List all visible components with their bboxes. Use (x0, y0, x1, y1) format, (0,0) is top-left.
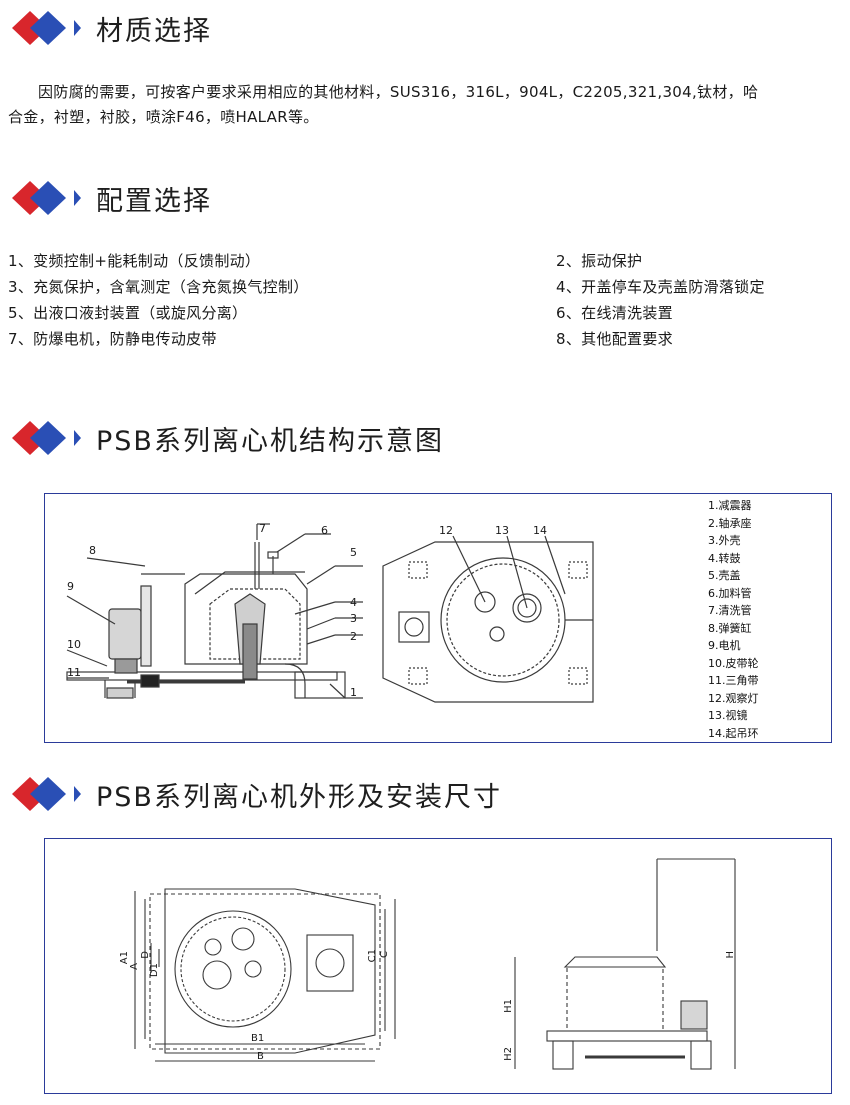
structure-legend: 1.减震器 2.轴承座 3.外壳 4.转鼓 5.壳盖 6.加料管 7.清洗管 8… (708, 497, 826, 742)
dimension-label-D1: D1 (149, 963, 160, 978)
top-view (382, 535, 594, 703)
callout-14: 14 (533, 524, 547, 537)
callout-8: 8 (89, 544, 96, 557)
section-title: 材质选择 (96, 15, 212, 47)
section-heading-material: 材质选择 (8, 6, 212, 50)
diamond-logo-icon (12, 777, 81, 811)
callout-2: 2 (350, 630, 357, 643)
callout-5: 5 (350, 546, 357, 559)
material-description: 因防腐的需要，可按客户要求采用相应的其他材料，SUS316，316L，904L，… (8, 80, 846, 130)
dimension-label-H: H (725, 951, 736, 959)
config-item: 5、出液口液封装置（或旋风分离） (8, 304, 248, 322)
legend-item: 2.轴承座 (708, 516, 752, 530)
dimension-label-D: D (140, 951, 151, 959)
side-view (66, 523, 363, 699)
callout-3: 3 (350, 612, 357, 625)
config-item: 7、防爆电机，防静电传动皮带 (8, 330, 217, 348)
diamond-logo-icon (12, 181, 81, 215)
dimension-side-view (514, 858, 736, 1070)
section-heading-structure: PSB系列离心机结构示意图 (8, 416, 444, 460)
callout-11: 11 (67, 666, 81, 679)
config-item: 8、其他配置要求 (556, 330, 673, 348)
config-item: 6、在线清洗装置 (556, 304, 673, 322)
legend-item: 7.清洗管 (708, 604, 752, 617)
dimension-label-B: B (257, 1051, 264, 1062)
legend-item: 9.电机 (708, 639, 741, 652)
callout-4: 4 (350, 596, 357, 609)
dimension-drawing (134, 858, 736, 1070)
diamond-logo-icon (12, 11, 81, 45)
section-title: 配置选择 (96, 185, 212, 217)
dimension-top-view (134, 888, 396, 1062)
dimension-label-B1: B1 (251, 1033, 265, 1044)
callout-9: 9 (67, 580, 74, 593)
legend-item: 3.外壳 (708, 534, 741, 547)
legend-item: 11.三角带 (708, 674, 759, 687)
callout-6: 6 (321, 524, 328, 537)
callout-10: 10 (67, 638, 81, 651)
legend-item: 10.皮带轮 (708, 656, 759, 670)
dimension-diagram-frame: A1 A D D1 C1 C B1 B H H1 H2 (44, 838, 832, 1094)
config-item: 1、变频控制+能耗制动（反馈制动） (8, 252, 261, 270)
dimension-label-H2: H2 (503, 1047, 514, 1061)
structure-diagram-frame: 7 6 5 4 3 2 1 8 9 10 11 12 13 14 (44, 493, 832, 743)
legend-item: 12.观察灯 (708, 691, 759, 705)
legend-item: 6.加料管 (708, 586, 752, 600)
section-title: PSB系列离心机结构示意图 (96, 425, 444, 457)
config-item: 3、充氮保护，含氧测定（含充氮换气控制） (8, 278, 309, 296)
callout-7: 7 (259, 522, 266, 535)
material-text-line1: 因防腐的需要，可按客户要求采用相应的其他材料，SUS316，316L，904L，… (38, 83, 759, 101)
callout-12: 12 (439, 524, 453, 537)
callout-1: 1 (350, 686, 357, 699)
legend-item: 5.壳盖 (708, 569, 741, 582)
section-title: PSB系列离心机外形及安装尺寸 (96, 781, 502, 813)
legend-item: 8.弹簧缸 (708, 621, 752, 635)
config-item: 4、开盖停车及壳盖防滑落锁定 (556, 278, 765, 296)
dimension-label-H1: H1 (503, 999, 514, 1013)
section-heading-config: 配置选择 (8, 176, 212, 220)
config-item: 2、振动保护 (556, 252, 643, 270)
legend-item: 4.转鼓 (708, 551, 741, 565)
dimension-label-A: A (129, 963, 140, 970)
dimension-label-C: C (379, 951, 390, 958)
legend-item: 13.视镜 (708, 709, 748, 722)
structure-drawing (66, 523, 594, 703)
section-heading-dimensions: PSB系列离心机外形及安装尺寸 (8, 772, 502, 816)
legend-item: 14.起吊环 (708, 726, 759, 740)
callout-13: 13 (495, 524, 509, 537)
dimension-label-C1: C1 (367, 949, 378, 963)
legend-item: 1.减震器 (708, 499, 752, 512)
material-text-line2: 合金，衬塑，衬胶，喷涂F46，喷HALAR等。 (8, 108, 319, 126)
diamond-logo-icon (12, 421, 81, 455)
